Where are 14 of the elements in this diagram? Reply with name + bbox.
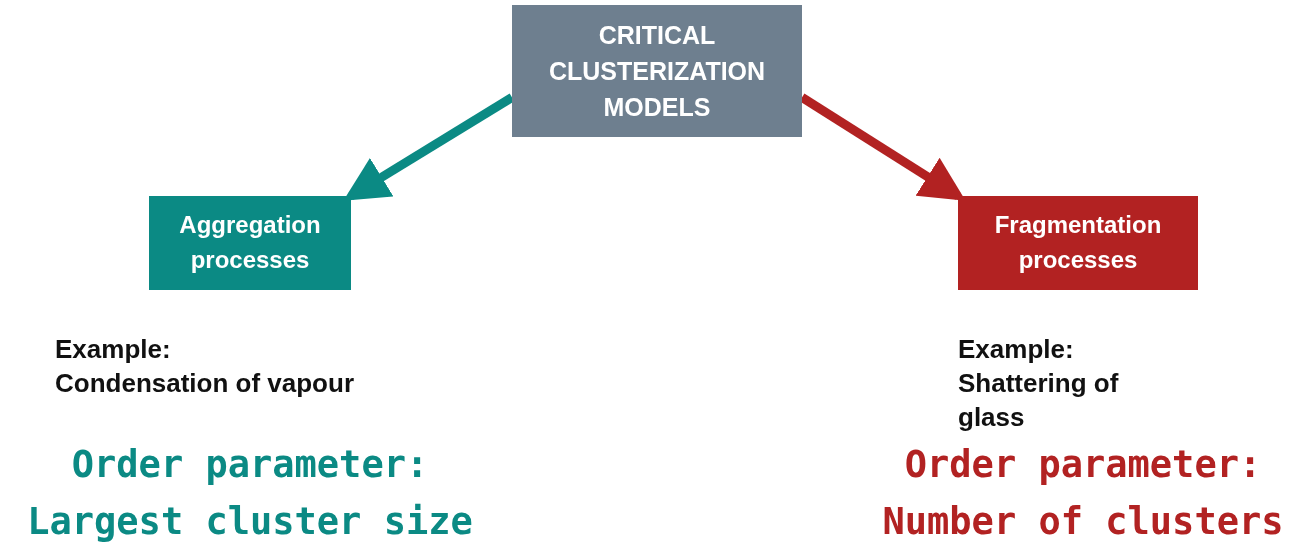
order-parameter-text: Number of clusters [882, 500, 1284, 543]
process-box [958, 196, 1198, 290]
process-box [149, 196, 351, 290]
box-label: Aggregation processes [178, 210, 322, 275]
box-label: Fragmentation processes [993, 210, 1163, 275]
order-parameter-text: Largest cluster size [27, 500, 473, 543]
order-parameter-text: Order parameter: [71, 443, 429, 486]
order-parameter-text: Order parameter: [904, 443, 1262, 486]
example-text: Example: [958, 333, 1075, 366]
example-text: Example: [55, 333, 172, 366]
box-label: CRITICAL CLUSTERIZATION MODELS [547, 19, 767, 124]
process-box [512, 5, 802, 137]
example-text: Shattering of glass [958, 367, 1120, 434]
example-text: Condensation of vapour [55, 367, 355, 400]
